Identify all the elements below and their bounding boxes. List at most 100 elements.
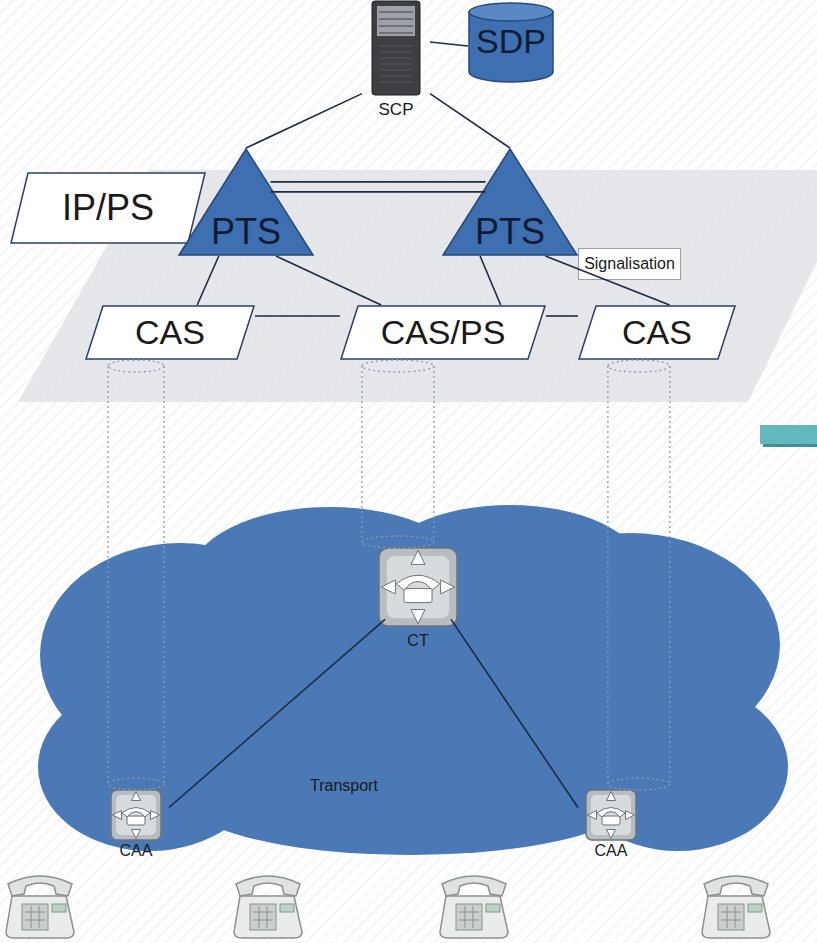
switch-arrow — [132, 830, 141, 839]
switch-server-box: CAS/PS — [340, 305, 546, 360]
node-label: CAS/PS — [381, 314, 506, 351]
phone-base — [602, 816, 620, 825]
parallelogram-outline — [11, 173, 205, 243]
connector-line — [255, 315, 340, 317]
tube-outline — [669, 366, 670, 784]
switch-arrow — [411, 550, 425, 564]
handset — [396, 575, 440, 590]
server-drive-bay — [377, 6, 415, 36]
node-label: CAS — [622, 314, 692, 351]
database-cylinder: SDP — [468, 2, 554, 82]
server-node: SCP — [362, 0, 430, 120]
drive-slot — [379, 25, 413, 27]
switch-body — [111, 790, 161, 840]
handset — [122, 808, 150, 818]
switch-arrow — [151, 811, 160, 820]
transport-cloud: TransportCTCAACAA — [30, 505, 790, 855]
switch-server-box: CAS — [85, 305, 255, 360]
connector-line — [270, 191, 485, 193]
switch-body — [379, 548, 457, 626]
tube-axis — [638, 360, 639, 790]
connector — [197, 256, 219, 305]
tab-shadow — [763, 428, 817, 447]
triangle-outline — [443, 149, 577, 255]
server-vent — [380, 82, 412, 83]
cloud-lobe — [40, 543, 320, 767]
triangle-outline — [179, 149, 313, 255]
link-tube — [608, 360, 670, 790]
transfer-point-triangle: PTS — [178, 148, 314, 256]
connector — [169, 619, 385, 807]
connector — [246, 94, 362, 148]
node-label: CAS — [135, 314, 205, 351]
switch-arrow — [113, 811, 122, 820]
cylinder-body — [469, 12, 553, 82]
server-tower — [372, 1, 420, 95]
node-label: PTS — [211, 212, 281, 252]
switch-face — [591, 795, 631, 835]
telephone — [702, 876, 770, 938]
cloud-lobe — [80, 545, 740, 825]
tube-outline — [607, 366, 608, 784]
telephone — [6, 876, 74, 938]
phone-base — [127, 816, 145, 825]
node-label: Signalisation — [584, 255, 675, 273]
switch-face — [387, 556, 449, 618]
connector-line — [480, 256, 501, 305]
switch-arrow — [588, 811, 597, 820]
tube-outline — [361, 366, 362, 542]
switch-arrow — [626, 811, 635, 820]
box-outline — [579, 249, 681, 280]
plane-name-box: Signalisation — [578, 248, 681, 280]
tab-marker — [760, 425, 817, 444]
handset — [597, 808, 625, 818]
tube-outline — [107, 366, 108, 784]
connector-line — [270, 181, 485, 183]
cloud-lobe — [480, 533, 780, 757]
drive-slot — [379, 11, 413, 13]
tube-axis — [136, 360, 137, 790]
parallelogram-outline — [86, 306, 254, 359]
connector — [270, 182, 485, 192]
cloud-lobe — [180, 735, 640, 855]
parallelogram-outline — [341, 306, 545, 359]
switch-body — [586, 790, 636, 840]
plane-label: IP/PS — [10, 172, 206, 244]
connector — [546, 316, 578, 317]
cloud-lobe — [38, 683, 262, 851]
connector-line — [430, 94, 510, 148]
switch-arrow — [411, 610, 425, 624]
node-label: PTS — [475, 212, 545, 252]
tube-outline — [608, 778, 670, 790]
server-vent — [380, 46, 412, 47]
node-shape — [30, 505, 790, 855]
transfer-point-triangle: PTS — [442, 148, 578, 256]
connector-line — [546, 315, 578, 317]
server-vent — [380, 52, 412, 53]
server-vent — [380, 76, 412, 77]
switch-arrow — [132, 792, 141, 801]
access-switch: CAA — [103, 790, 169, 860]
node-label: CAA — [595, 842, 628, 860]
switch-arrow — [441, 580, 455, 594]
connector — [451, 619, 578, 807]
signalling-band — [18, 170, 817, 402]
connector — [430, 94, 510, 148]
tube-outline — [362, 536, 434, 548]
node-label: Transport — [310, 777, 378, 795]
node-label: SCP — [379, 101, 414, 120]
node-label: CT — [407, 632, 428, 650]
server-vent — [380, 64, 412, 65]
cloud-lobe — [568, 683, 788, 851]
transit-switch: CT — [385, 548, 451, 650]
link-tube — [108, 360, 164, 790]
connector — [276, 256, 381, 305]
connector-line — [430, 42, 468, 46]
telephone — [440, 876, 508, 938]
connector — [480, 256, 501, 305]
tube-outline — [108, 360, 164, 372]
server-vent — [380, 70, 412, 71]
phone-base — [404, 589, 432, 603]
